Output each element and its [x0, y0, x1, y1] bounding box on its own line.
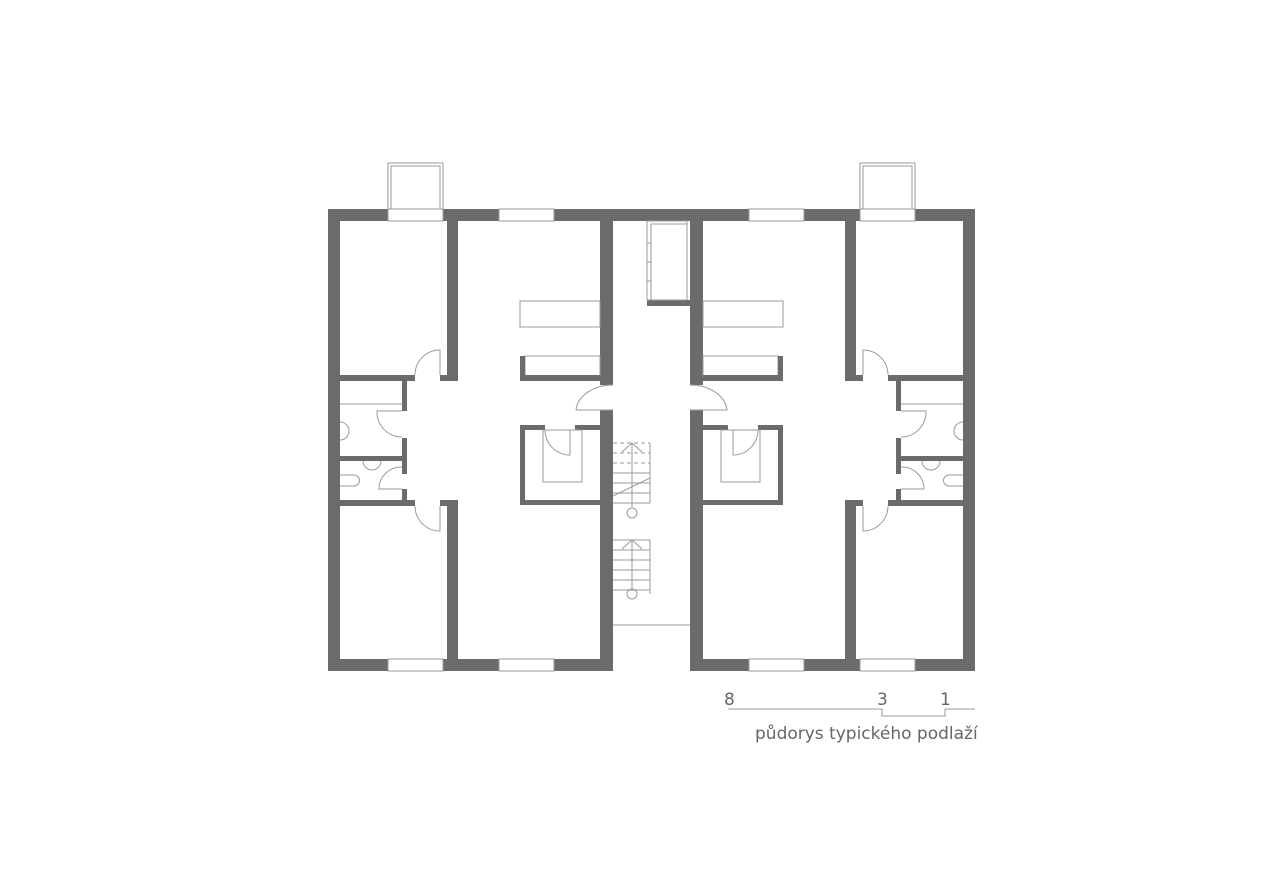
stair-core — [612, 209, 690, 626]
drawing-title: půdorys typického podlaží — [755, 724, 978, 744]
right-apartment — [689, 162, 976, 672]
left-apartment — [327, 162, 614, 672]
scale-bar — [728, 708, 975, 717]
scale-label-3: 3 — [877, 690, 888, 710]
scale-label-1: 1 — [940, 690, 951, 710]
scale-label-8: 8 — [724, 690, 735, 710]
